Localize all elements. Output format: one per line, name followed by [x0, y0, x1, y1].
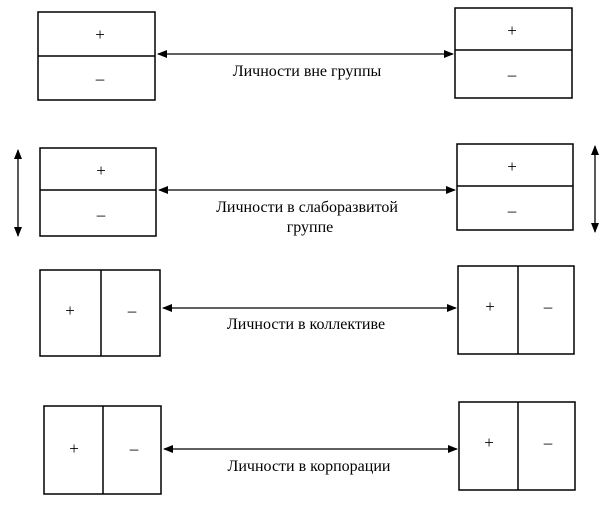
row-collective: + – + – Личности в коллективе — [39, 265, 575, 357]
caption-row-2-line-2: группе — [287, 219, 334, 236]
right-box-row-4: + – — [458, 401, 576, 491]
caption-row-1: Личности вне группы — [233, 63, 382, 80]
minus-sign: – — [127, 301, 137, 320]
caption-row-2-line-1: Личности в слаборазвитой — [216, 199, 398, 216]
minus-sign: – — [129, 439, 139, 458]
minus-sign: – — [95, 69, 105, 88]
minus-sign: – — [96, 205, 106, 224]
plus-sign: + — [65, 301, 75, 320]
plus-sign: + — [507, 157, 517, 176]
plus-sign: + — [507, 21, 517, 40]
plus-sign: + — [95, 25, 105, 44]
left-box-row-3: + – — [39, 269, 161, 357]
caption-row-4: Личности в корпорации — [228, 458, 391, 475]
plus-sign: + — [484, 433, 494, 452]
caption-row-3: Личности в коллективе — [227, 316, 385, 333]
left-box-row-2: + – — [39, 147, 157, 237]
row-outside-group: + – + – Личности вне группы — [37, 7, 573, 101]
right-box-row-3: + – — [457, 265, 575, 355]
row-underdeveloped-group: + – + – Личности в слаборазвитой группе — [14, 143, 599, 237]
left-box-row-4: + – — [43, 405, 162, 495]
plus-sign: + — [96, 161, 106, 180]
minus-sign: – — [543, 297, 553, 316]
right-box-row-2: + – — [456, 143, 574, 231]
row-corporation: + – + – Личности в корпорации — [43, 401, 576, 495]
left-box-row-1: + – — [37, 11, 156, 101]
right-box-row-1: + – — [454, 7, 573, 99]
plus-sign: + — [485, 297, 495, 316]
plus-sign: + — [69, 439, 79, 458]
minus-sign: – — [543, 433, 553, 452]
minus-sign: – — [507, 201, 517, 220]
minus-sign: – — [507, 65, 517, 84]
